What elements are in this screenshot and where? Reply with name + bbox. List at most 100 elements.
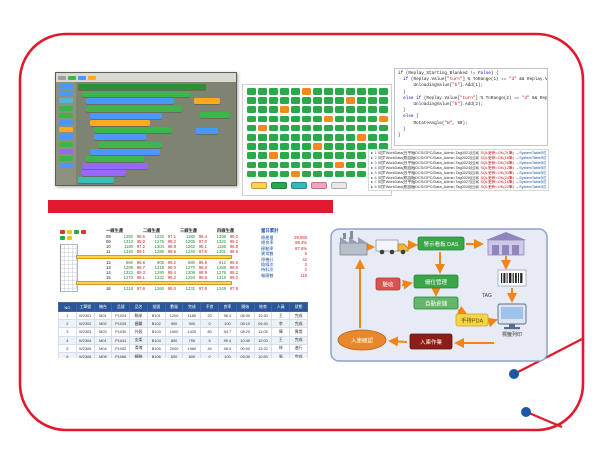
station-cell[interactable] [346,170,355,178]
code-block[interactable] [94,127,172,134]
station-cell[interactable] [247,97,256,104]
station-cell[interactable] [247,143,256,150]
station-cell[interactable] [258,106,267,113]
station-cell[interactable] [280,88,289,95]
station-cell[interactable] [269,152,278,159]
station-cell[interactable] [346,161,355,169]
station-cell[interactable] [335,133,344,141]
station-cell[interactable] [269,124,278,132]
code-block[interactable] [194,98,220,104]
palette-block[interactable] [59,119,73,125]
station-cell[interactable] [379,124,388,132]
station-cell[interactable] [313,124,322,132]
station-cell[interactable] [247,124,256,132]
station-cell[interactable] [291,106,300,113]
station-cell[interactable] [368,143,377,150]
station-cell[interactable] [346,143,355,150]
station-cell[interactable] [258,143,267,150]
station-cell[interactable] [302,133,311,141]
station-cell[interactable] [269,143,278,150]
station-cell[interactable] [280,97,289,104]
code-block[interactable] [86,155,144,162]
station-cell[interactable] [313,133,322,141]
toolbar-chip[interactable] [58,75,66,80]
station-cell[interactable] [302,106,311,113]
station-cell[interactable] [247,106,256,113]
station-cell[interactable] [280,152,289,159]
station-cell[interactable] [247,88,256,95]
station-cell[interactable] [324,143,333,150]
code-block[interactable] [82,163,148,170]
station-cell[interactable] [247,152,256,159]
station-cell[interactable] [357,124,366,132]
palette-block[interactable] [59,148,73,154]
station-cell[interactable] [324,88,333,95]
station-cell[interactable] [324,133,333,141]
station-cell[interactable] [335,97,344,104]
code-block[interactable] [90,119,150,126]
station-cell[interactable] [269,88,278,95]
station-cell[interactable] [379,143,388,150]
station-cell[interactable] [258,115,267,123]
station-cell[interactable] [368,106,377,113]
code-block[interactable] [90,148,160,155]
station-cell[interactable] [313,106,322,113]
station-cell[interactable] [379,133,388,141]
station-cell[interactable] [346,133,355,141]
palette-block[interactable] [59,91,73,97]
station-cell[interactable] [269,133,278,141]
code-block[interactable] [82,170,126,177]
station-cell[interactable] [291,152,300,159]
block-canvas[interactable] [76,82,236,185]
station-cell[interactable] [258,170,267,178]
station-cell[interactable] [368,88,377,95]
station-cell[interactable] [291,170,300,178]
station-cell[interactable] [291,143,300,150]
code-block[interactable] [196,128,218,134]
station-cell[interactable] [247,133,256,141]
station-cell[interactable] [335,115,344,123]
station-cell[interactable] [335,161,344,169]
station-cell[interactable] [357,161,366,169]
station-cell[interactable] [302,115,311,123]
station-cell[interactable] [368,124,377,132]
station-cell[interactable] [313,115,322,123]
station-cell[interactable] [335,170,344,178]
station-cell[interactable] [324,115,333,123]
station-cell[interactable] [379,97,388,104]
station-cell[interactable] [302,143,311,150]
station-cell[interactable] [280,106,289,113]
palette-block[interactable] [59,141,73,147]
station-cell[interactable] [324,106,333,113]
station-cell[interactable] [324,161,333,169]
toolbar-chip[interactable] [78,75,86,80]
station-cell[interactable] [302,170,311,178]
palette-block[interactable] [59,155,73,161]
station-cell[interactable] [280,143,289,150]
station-cell[interactable] [258,97,267,104]
station-cell[interactable] [324,124,333,132]
station-cell[interactable] [291,124,300,132]
toolbar-chip[interactable] [88,75,96,80]
toolbar-chip[interactable] [68,75,76,80]
station-cell[interactable] [346,152,355,159]
station-cell[interactable] [258,124,267,132]
station-cell[interactable] [280,161,289,169]
station-cell[interactable] [335,88,344,95]
code-block[interactable] [78,84,206,90]
code-block[interactable] [200,112,230,118]
code-block[interactable] [78,177,114,184]
station-cell[interactable] [313,170,322,178]
palette-block[interactable] [59,127,73,133]
